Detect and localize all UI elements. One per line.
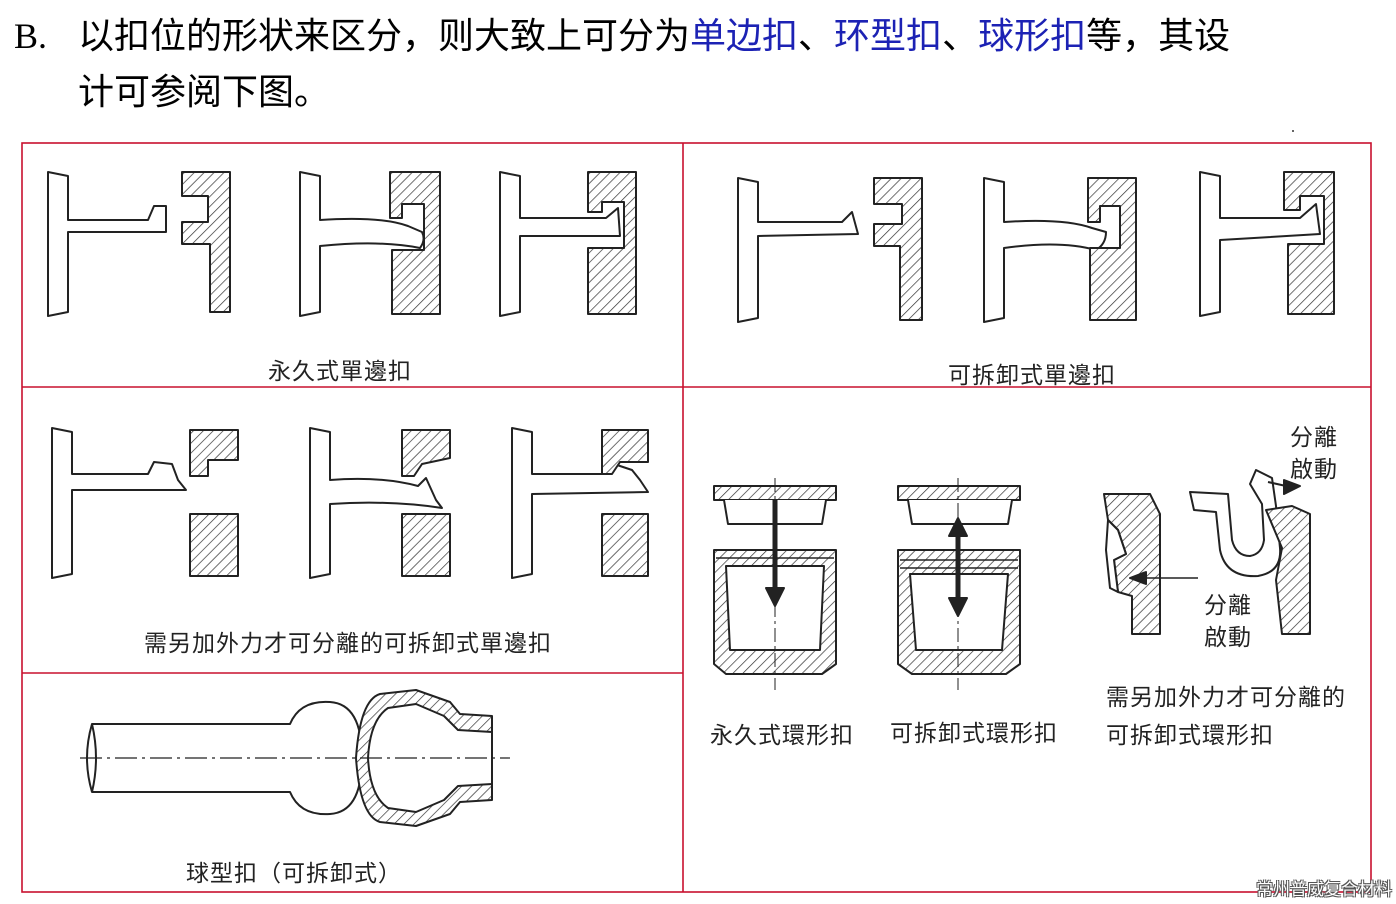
ball-snap bbox=[80, 689, 510, 827]
caption-removable-ring-snap: 可拆卸式環形扣 bbox=[890, 721, 1058, 747]
permanent-single-snap-3 bbox=[499, 171, 637, 317]
force-ring-snap bbox=[1103, 469, 1311, 635]
caption-permanent-single-snap: 永久式單邊扣 bbox=[268, 359, 412, 385]
removable-ring-snap bbox=[897, 478, 1021, 690]
caption-removable-single-snap: 可拆卸式單邊扣 bbox=[948, 363, 1116, 389]
label-separation-top-1: 分離 bbox=[1290, 425, 1338, 451]
removable-single-snap-3 bbox=[1199, 171, 1335, 317]
label-separation-bottom-2: 啟動 bbox=[1204, 625, 1252, 651]
paragraph-line-2: 计可参阅下图。 bbox=[78, 72, 331, 113]
paragraph-line-1: B.以扣位的形状来区分，则大致上可分为单边扣、环型扣、球形扣等，其设 bbox=[14, 8, 1384, 65]
highlight-ring-snap: 环型扣 bbox=[834, 16, 943, 57]
force-single-snap-2 bbox=[309, 427, 451, 579]
label-separation-top-2: 啟動 bbox=[1290, 457, 1338, 483]
permanent-single-snap-2 bbox=[299, 171, 441, 317]
separator: 、 bbox=[798, 16, 835, 57]
list-marker: B. bbox=[14, 16, 48, 56]
force-single-snap-3 bbox=[511, 427, 649, 579]
highlight-ball-snap: 球形扣 bbox=[978, 16, 1087, 57]
figure-frame bbox=[21, 142, 1372, 893]
caption-ball-snap: 球型扣（可拆卸式） bbox=[186, 861, 402, 887]
caption-permanent-ring-snap: 永久式環形扣 bbox=[710, 723, 854, 749]
caption-force-single-snap: 需另加外力才可分離的可拆卸式單邊扣 bbox=[144, 631, 552, 657]
permanent-ring-snap bbox=[713, 478, 837, 690]
text-after: 等，其设 bbox=[1086, 16, 1231, 57]
intro-paragraph: B.以扣位的形状来区分，则大致上可分为单边扣、环型扣、球形扣等，其设 计可参阅下… bbox=[14, 8, 1384, 121]
separator: 、 bbox=[942, 16, 979, 57]
removable-single-snap-1 bbox=[737, 177, 923, 323]
watermark: 常州普威复合材料 bbox=[1256, 880, 1392, 900]
caption-force-ring-snap-line-2: 可拆卸式環形扣 bbox=[1106, 723, 1274, 749]
removable-single-snap-2 bbox=[983, 177, 1137, 323]
permanent-single-snap-1 bbox=[47, 171, 231, 317]
highlight-single-snap: 单边扣 bbox=[690, 16, 799, 57]
caption-force-ring-snap-line-1: 需另加外力才可分離的 bbox=[1106, 685, 1346, 711]
label-separation-bottom-1: 分離 bbox=[1204, 593, 1252, 619]
force-single-snap-1 bbox=[51, 427, 239, 579]
stray-dot bbox=[1292, 130, 1294, 132]
text-before: 以扣位的形状来区分，则大致上可分为 bbox=[78, 16, 691, 57]
